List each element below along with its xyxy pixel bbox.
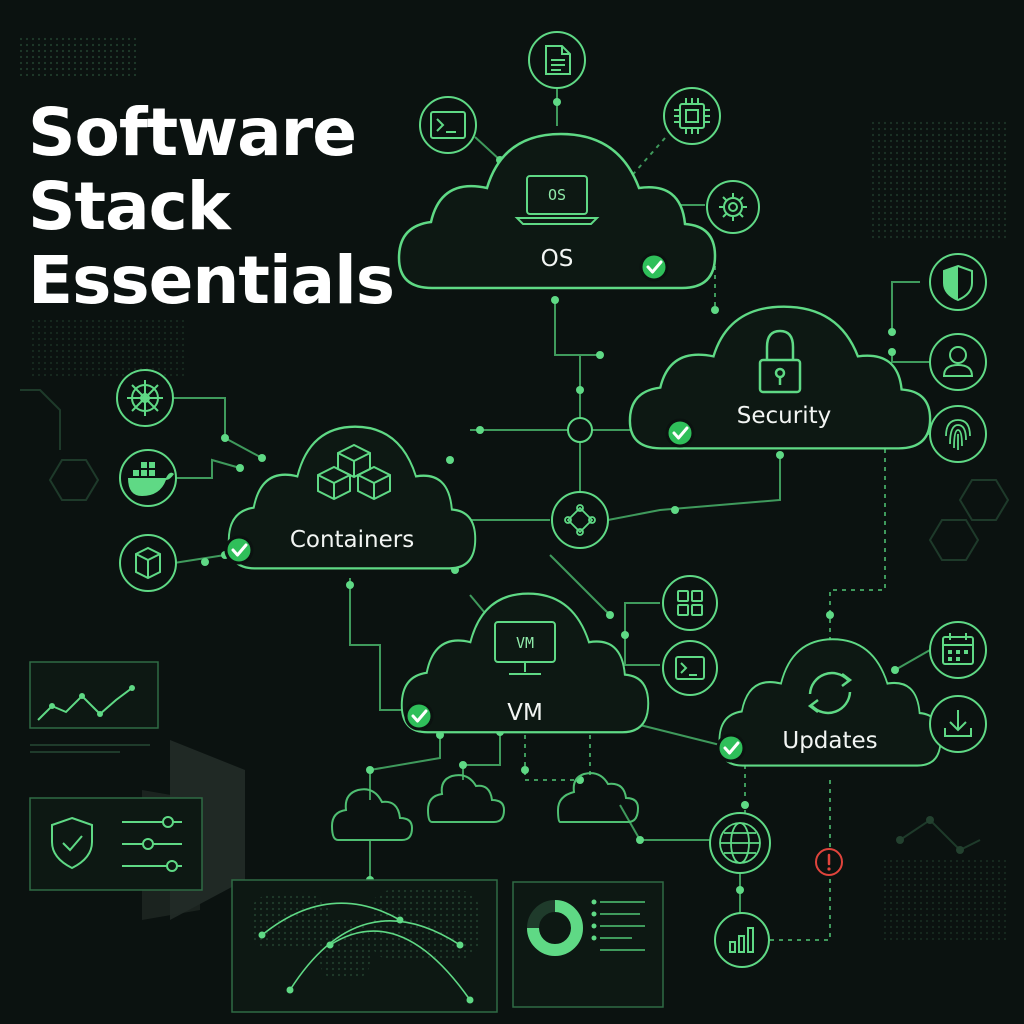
os-check-icon (639, 252, 669, 282)
security-settings-panel (29, 797, 203, 891)
alert-icon[interactable] (815, 848, 843, 876)
dot-grid-top-left (20, 36, 140, 76)
docker-whale-icon[interactable] (119, 449, 177, 507)
cloud-updates[interactable]: Updates (718, 638, 942, 767)
shield-icon[interactable] (929, 253, 987, 311)
line-chart-panel (29, 661, 159, 753)
updates-check-icon (716, 733, 746, 763)
cloud-os-label: OS (541, 246, 574, 272)
containers-check-icon (224, 535, 254, 565)
refresh-icon (807, 671, 853, 715)
hexagon-decoration-right-2 (928, 519, 980, 561)
padlock-icon (758, 329, 802, 394)
cubes-icon (317, 443, 391, 501)
vm-chip-label: VM (516, 634, 534, 652)
cloud-os[interactable]: OS OS (397, 132, 717, 290)
circuit-trace-left (20, 389, 61, 450)
cloud-containers[interactable]: Containers (227, 425, 477, 570)
terminal-icon-vm[interactable] (662, 640, 718, 696)
title-line-3: Essentials (28, 242, 395, 319)
laptop-icon (514, 175, 600, 225)
cloud-vm-label: VM (507, 700, 543, 726)
small-cloud-1 (330, 788, 414, 841)
title-line-2: Stack (28, 168, 231, 245)
hexagon-decoration-right (958, 479, 1010, 521)
hub-icon[interactable] (551, 491, 609, 549)
monitor-icon (494, 621, 556, 675)
gear-icon[interactable] (706, 180, 760, 234)
cloud-security[interactable]: Security (628, 305, 932, 450)
user-icon[interactable] (929, 333, 987, 391)
hexagon-decoration (48, 459, 100, 501)
bar-chart-icon[interactable] (714, 912, 770, 968)
grid-icon[interactable] (662, 575, 718, 631)
fingerprint-icon[interactable] (929, 405, 987, 463)
dot-grid-top-right (870, 120, 1010, 240)
dot-grid-bottom-right (880, 860, 1010, 940)
small-clouds (330, 772, 640, 841)
globe-icon[interactable] (709, 812, 771, 874)
os-chip-label: OS (548, 186, 566, 204)
small-cloud-3 (556, 772, 640, 823)
cloud-updates-label: Updates (782, 728, 877, 754)
network-trace-right (899, 818, 981, 852)
title-line-1: Software (28, 94, 357, 171)
document-icon[interactable] (528, 31, 586, 89)
dot-grid-left (28, 320, 188, 380)
download-icon[interactable] (929, 695, 987, 753)
cloud-containers-label: Containers (290, 527, 414, 553)
vm-check-icon (404, 701, 434, 731)
cloud-vm[interactable]: VM VM (400, 592, 650, 734)
calendar-icon[interactable] (929, 621, 987, 679)
cloud-security-label: Security (737, 403, 831, 429)
world-map-panel (231, 879, 498, 1013)
box-icon[interactable] (119, 534, 177, 592)
security-check-icon (665, 418, 695, 448)
helm-wheel-icon[interactable] (116, 369, 174, 427)
hub-node-top (567, 417, 593, 443)
terminal-icon[interactable] (419, 96, 477, 154)
page-title: Software Stack Essentials (28, 94, 395, 319)
small-cloud-2 (426, 774, 506, 823)
donut-chart-panel (512, 881, 664, 1008)
cpu-chip-icon[interactable] (663, 87, 721, 145)
